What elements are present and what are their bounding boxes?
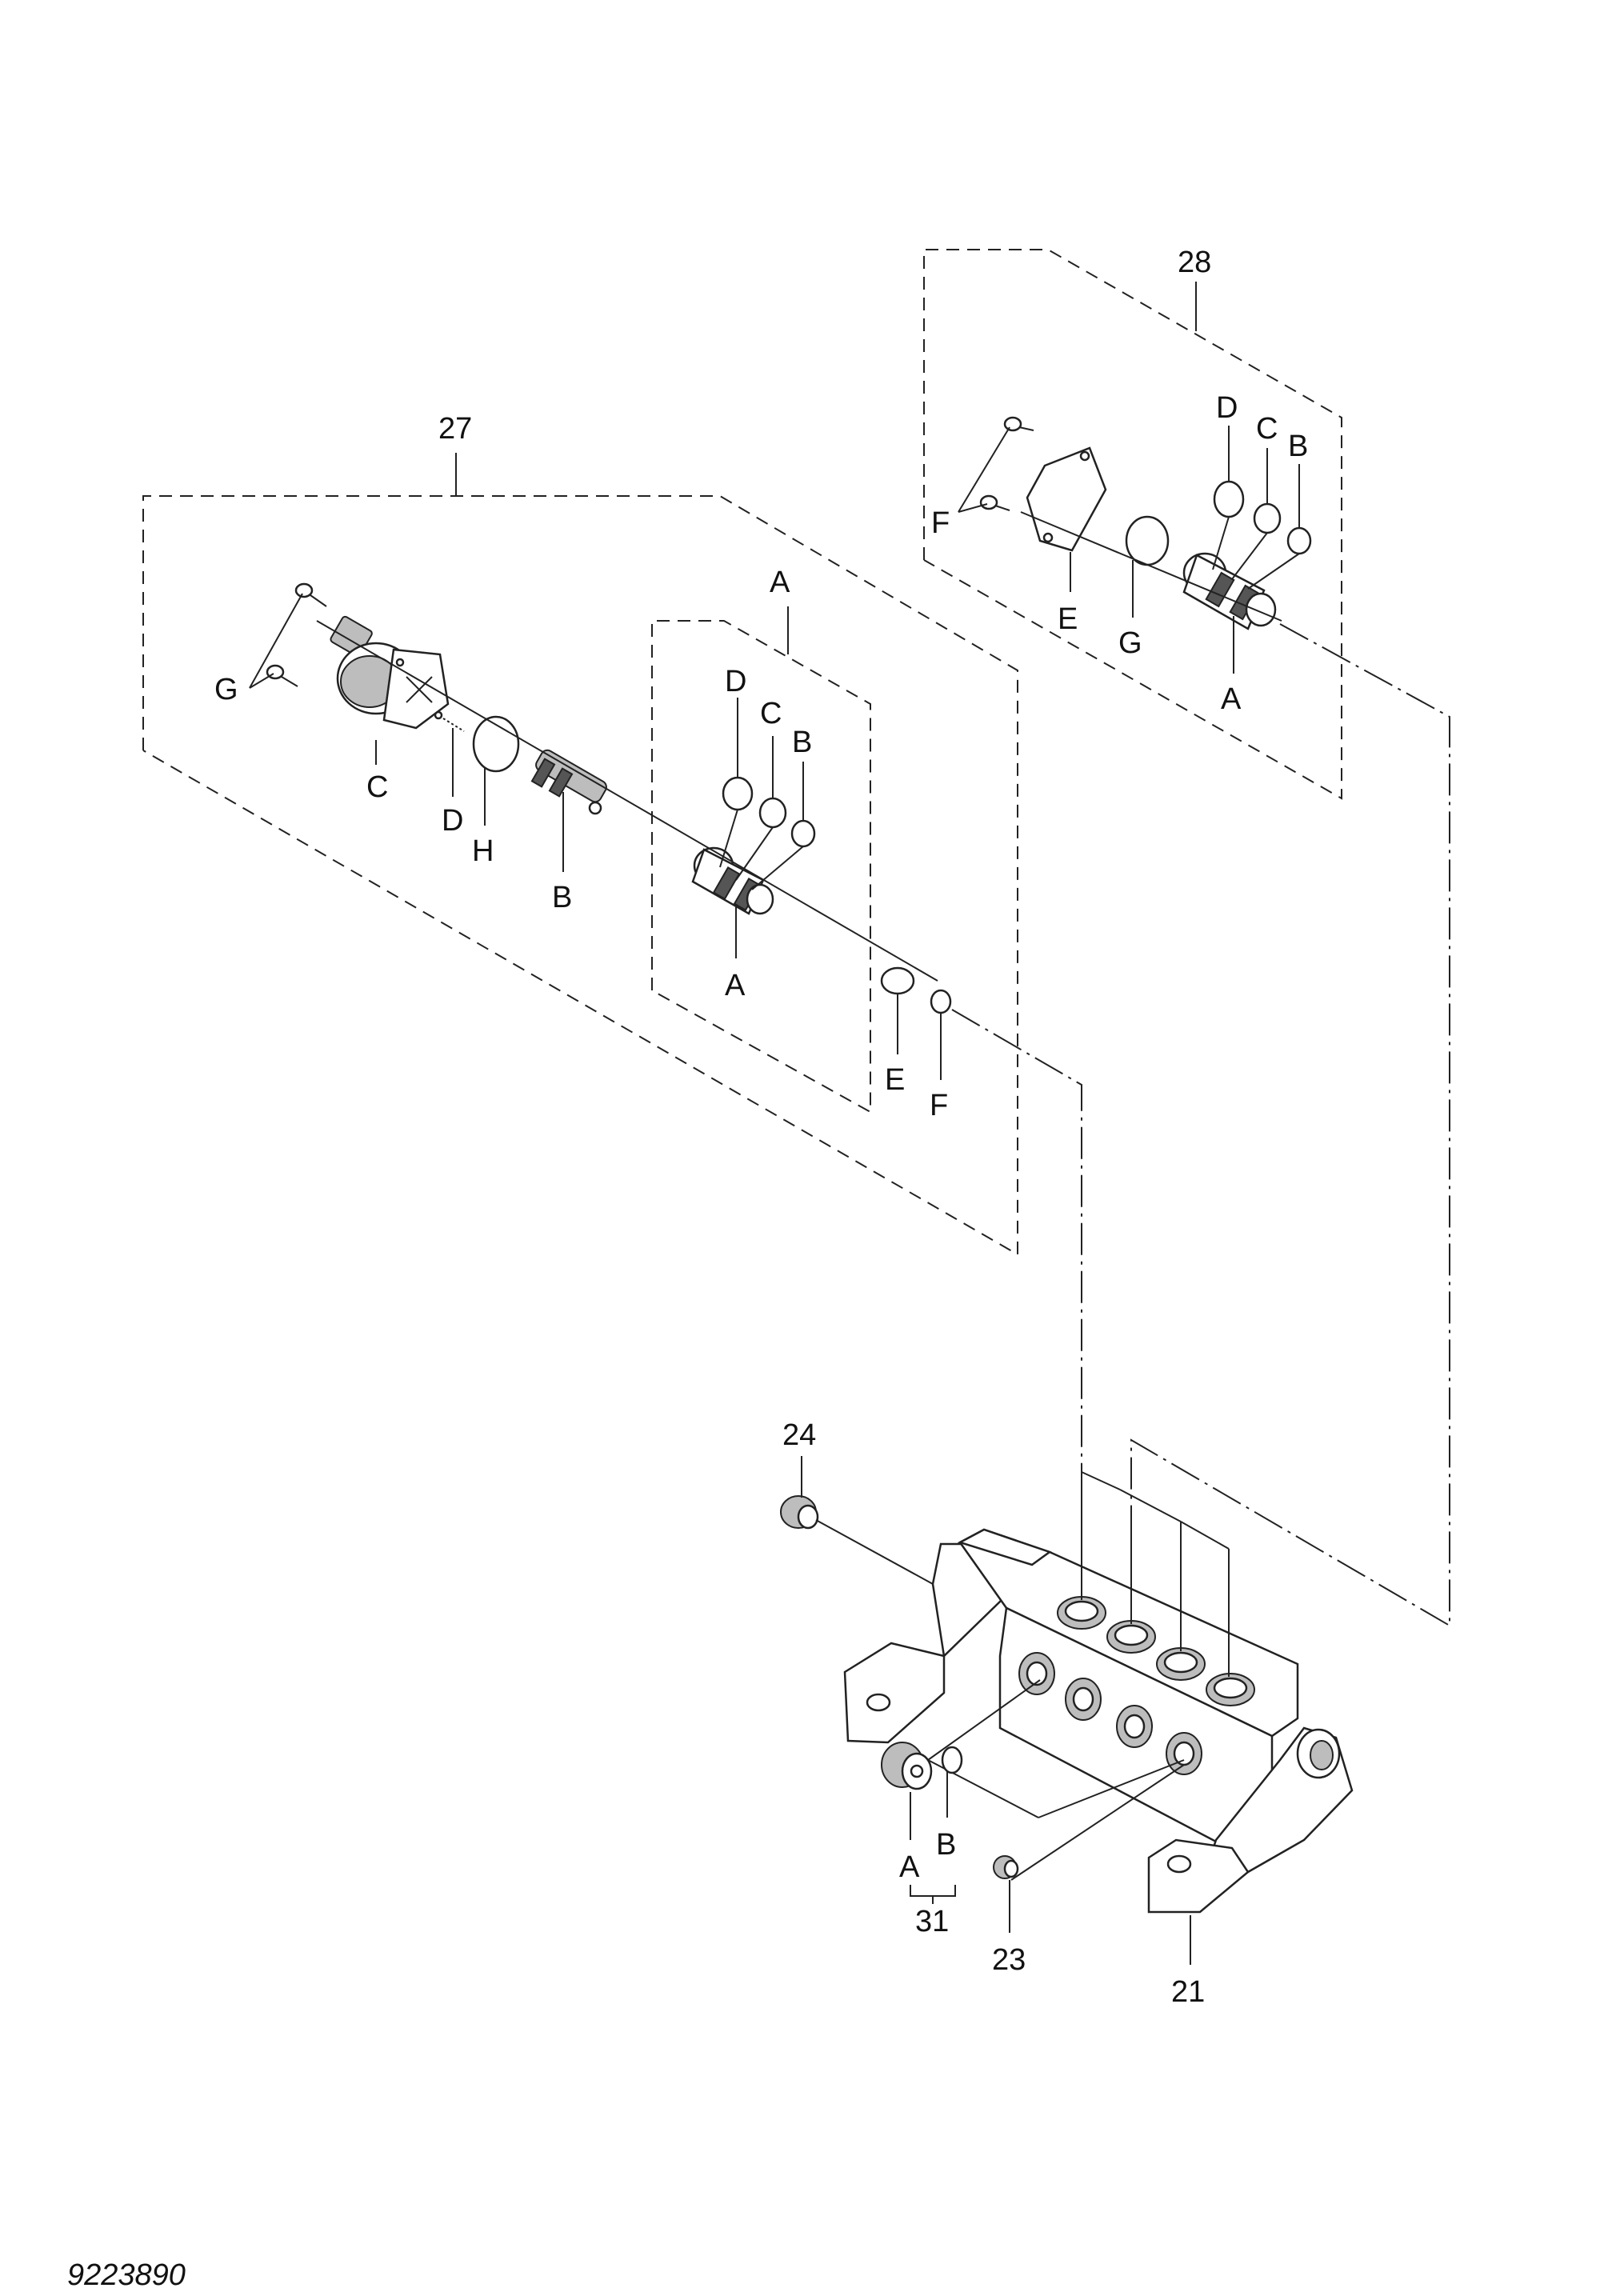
figure-number: 9223890	[67, 2258, 186, 2292]
label-27-f: F	[930, 1089, 948, 1122]
plug-24	[780, 1495, 819, 1530]
label-sub-d: D	[725, 665, 746, 698]
assembly-28-boundary	[923, 249, 1342, 800]
o-ring-28-b	[1286, 526, 1312, 555]
o-ring-sub-b	[790, 819, 816, 848]
label-27-e: E	[885, 1063, 905, 1097]
label-27-b: B	[552, 881, 572, 914]
label-28-e: E	[1058, 602, 1078, 636]
label-27-d: D	[442, 804, 463, 838]
assembly-27-boundary	[142, 453, 1018, 1256]
label-sub-c: C	[760, 697, 782, 730]
callout-31: 31	[915, 1905, 949, 1938]
callout-24: 24	[782, 1418, 816, 1452]
spool-b	[530, 749, 607, 815]
spring-d	[442, 718, 465, 732]
label-sub-b: B	[792, 726, 812, 759]
label-27-h: H	[472, 834, 494, 868]
callout-23: 23	[992, 1943, 1026, 1977]
o-ring-sub-c	[758, 797, 787, 829]
sleeve-a-28	[1182, 552, 1277, 630]
label-28-c: C	[1256, 412, 1278, 446]
o-ring-28-d	[1213, 480, 1245, 518]
o-ring-28-c	[1253, 502, 1282, 534]
plug-23	[993, 1855, 1019, 1879]
label-28-b: B	[1288, 430, 1308, 463]
sub-assembly-a-boundary	[651, 606, 871, 1114]
label-27-g: G	[214, 673, 238, 706]
label-27-c: C	[366, 770, 388, 804]
callout-27: 27	[438, 412, 472, 446]
screw-g-upper	[294, 582, 327, 607]
screw-g-lower	[266, 664, 298, 687]
solenoid-valve-c	[330, 615, 450, 730]
label-28-a: A	[1221, 682, 1242, 716]
label-sub-a: A	[770, 566, 790, 599]
label-28-d: D	[1216, 391, 1238, 425]
plug-e	[880, 966, 915, 995]
label-31-a: A	[899, 1850, 920, 1884]
sleeve-a	[691, 846, 774, 915]
ring-f	[930, 989, 952, 1014]
ring-31-b	[941, 1746, 963, 1774]
screw-f-lower	[979, 494, 1010, 511]
o-ring-g	[1125, 515, 1170, 566]
cover-e	[1026, 446, 1107, 552]
o-ring-sub-d	[722, 776, 754, 811]
label-28-f: F	[931, 506, 950, 540]
plug-31-a	[881, 1742, 933, 1790]
valve-body-21	[843, 1528, 1354, 1914]
label-sub-a2: A	[725, 969, 746, 1002]
callout-28: 28	[1178, 246, 1211, 279]
label-31-b: B	[936, 1828, 956, 1862]
label-28-g: G	[1118, 626, 1142, 660]
callout-21: 21	[1171, 1975, 1205, 2009]
o-ring-h	[472, 715, 520, 773]
